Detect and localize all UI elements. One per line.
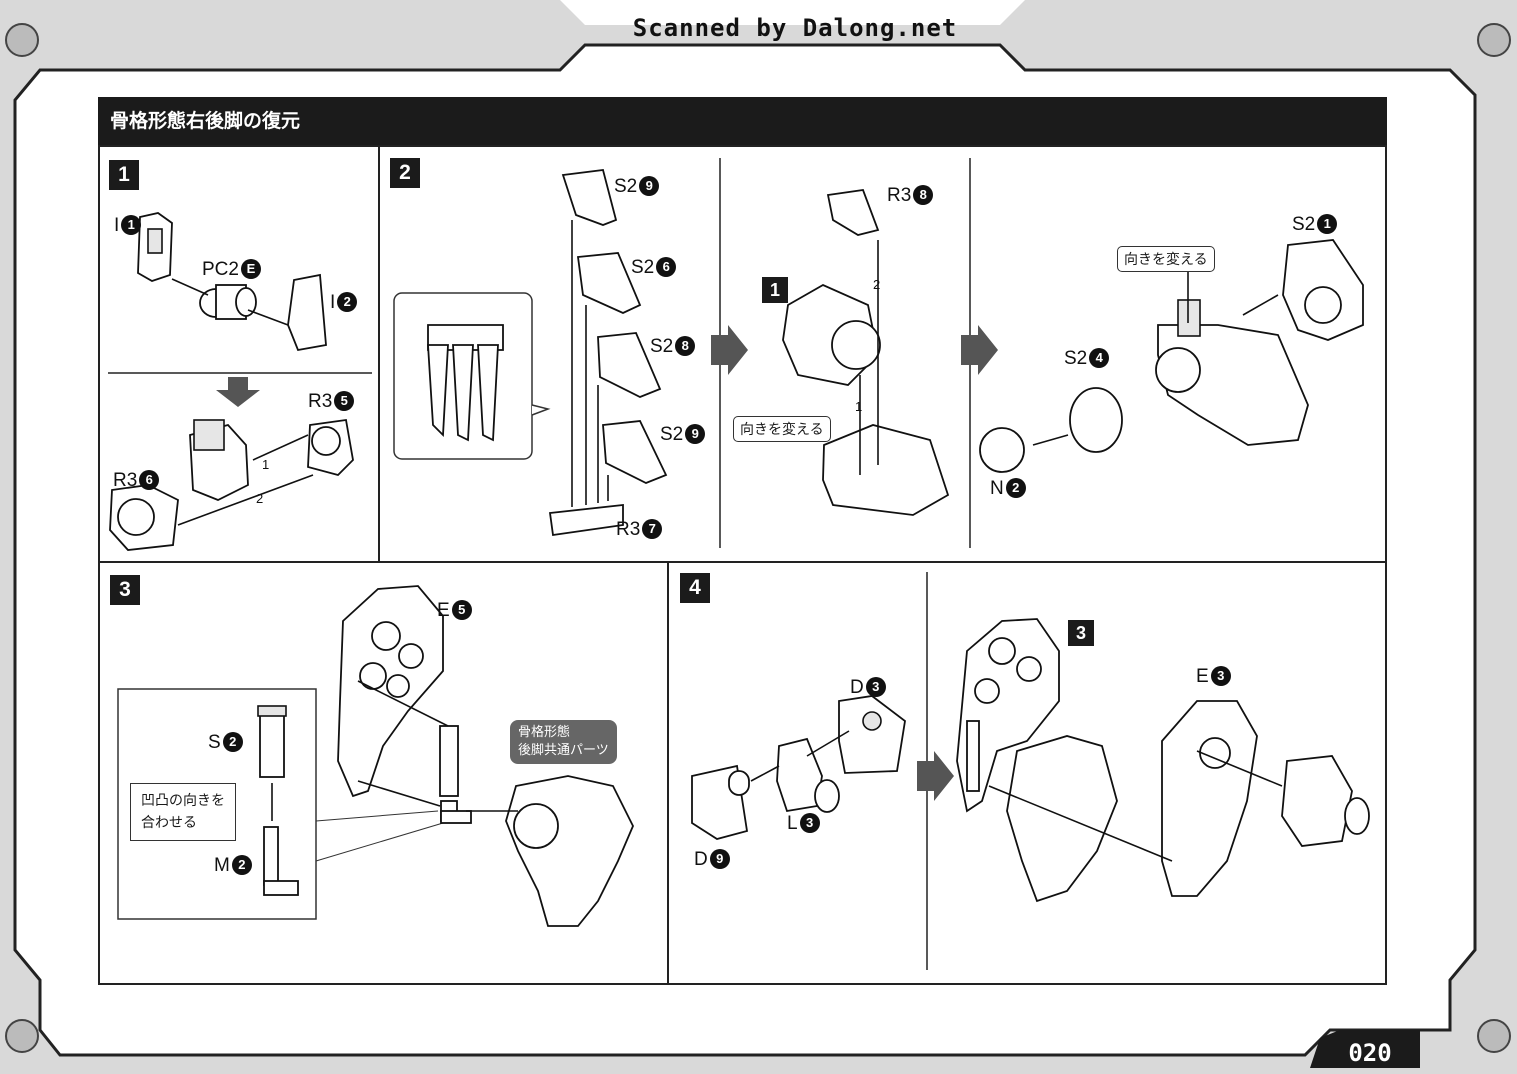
step-ref-badge-3: 3 bbox=[1068, 620, 1094, 646]
step-ref-badge-1: 1 bbox=[762, 277, 788, 303]
step4-diagram bbox=[691, 618, 1370, 903]
callout-turn-b: 向きを変える bbox=[1117, 246, 1215, 272]
section-title: 骨格形態右後脚の復元 bbox=[98, 97, 1387, 145]
step-badge-2: 2 bbox=[390, 158, 420, 188]
tag-common-line2: 後脚共通パーツ bbox=[518, 743, 609, 758]
step3-diagram bbox=[117, 585, 634, 927]
callout-turn-a: 向きを変える bbox=[733, 416, 831, 442]
step2-diagram bbox=[393, 169, 1364, 537]
step-badge-4: 4 bbox=[680, 573, 710, 603]
step1-diagram bbox=[109, 212, 354, 551]
order-mark: 2 bbox=[873, 277, 881, 292]
watermark-text: Scanned by Dalong.net bbox=[632, 14, 958, 42]
tag-common-line1: 骨格形態 bbox=[518, 725, 571, 740]
note-align-line2: 合わせる bbox=[141, 815, 197, 831]
pc2-part bbox=[199, 284, 257, 320]
step-badge-1: 1 bbox=[109, 160, 139, 190]
tag-common-parts: 骨格形態 後脚共通パーツ bbox=[510, 720, 617, 764]
note-align: 凹凸の向きを 合わせる bbox=[130, 783, 236, 841]
note-align-line1: 凹凸の向きを bbox=[141, 793, 225, 809]
page-number: 020 bbox=[1348, 1039, 1392, 1067]
order-mark: 2 bbox=[256, 491, 264, 506]
order-mark: 1 bbox=[262, 457, 270, 472]
step-badge-3: 3 bbox=[110, 575, 140, 605]
order-mark: 1 bbox=[855, 399, 863, 414]
